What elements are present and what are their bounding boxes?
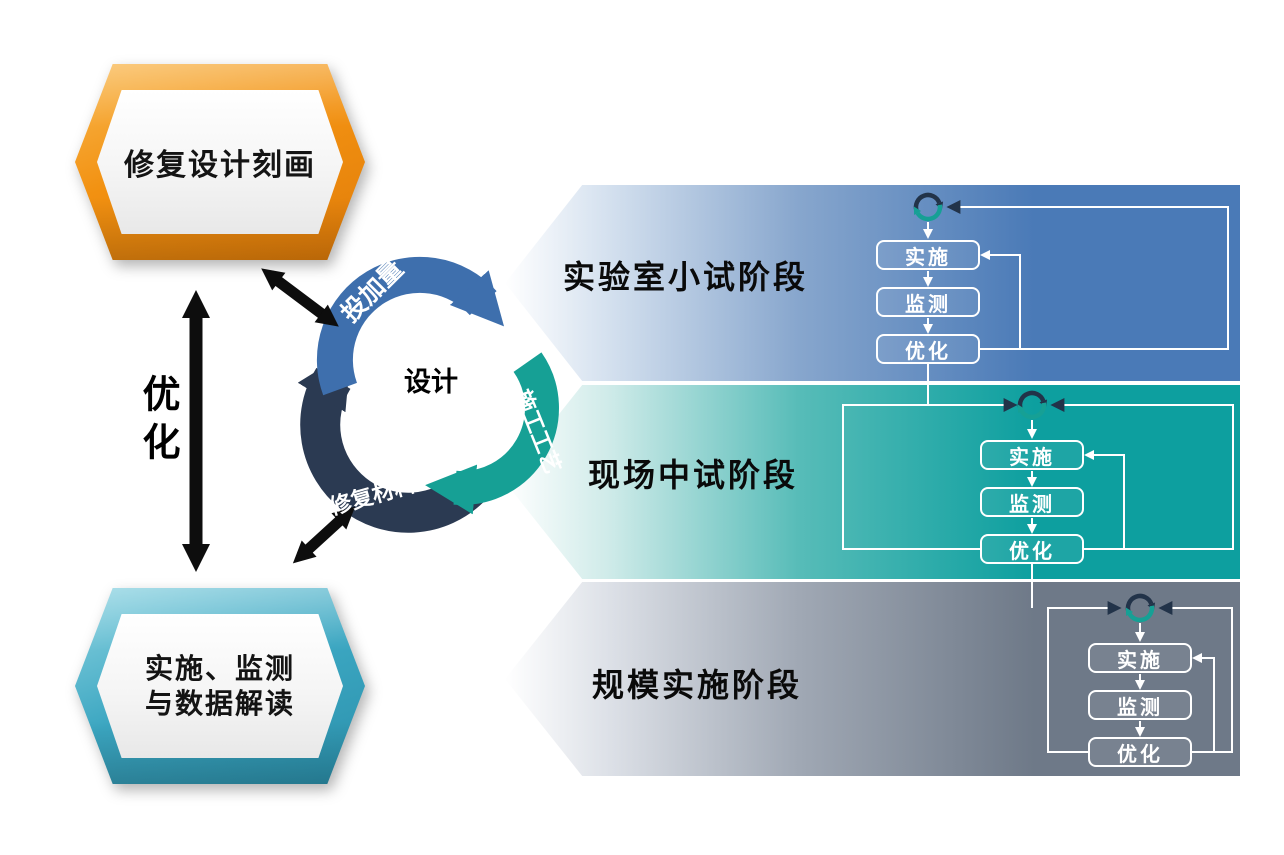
circular-arrows-icon [1014, 393, 1049, 417]
circular-arrows-icon [910, 195, 945, 219]
material-arc [297, 349, 485, 533]
implementation-cycle-link-arrow [292, 506, 356, 564]
scale-stage-connectors [1047, 601, 1233, 753]
field-stage-connectors [842, 398, 1234, 608]
circular-arrows-icon [1122, 596, 1157, 620]
stage-band-field [505, 385, 1240, 579]
process-arc [425, 352, 559, 515]
lab-stage-connectors [923, 200, 1229, 405]
design-cycle-link-arrow [261, 268, 339, 327]
dosage-arc [316, 256, 505, 396]
